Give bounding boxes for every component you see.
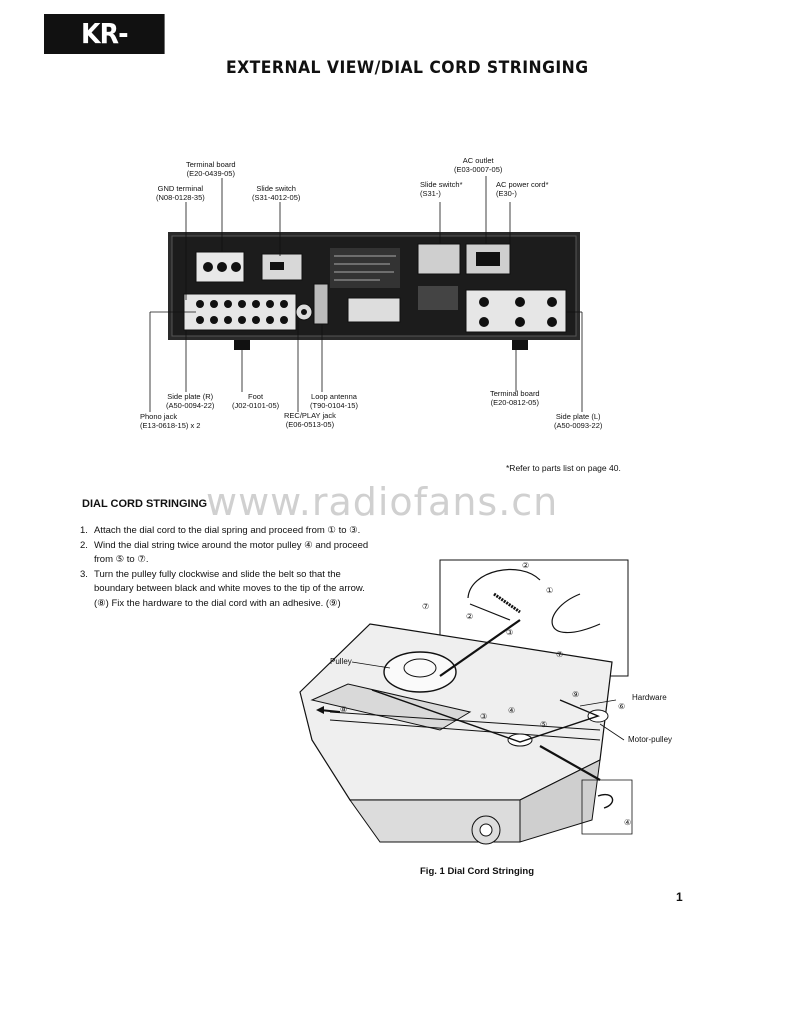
label-phono-jack: Phono jack (E13-0618-15) x 2 (140, 412, 201, 430)
label-side-plate-l: Side plate (L) (A50-0093-22) (554, 412, 603, 430)
marker-5: ⑤ (540, 720, 548, 729)
label-slide-switch-left: Slide switch (S31-4012-05) (252, 184, 301, 202)
label-terminal-board-top: Terminal board (E20-0439-05) (186, 160, 236, 178)
parts-list-footnote: *Refer to parts list on page 40. (506, 463, 621, 473)
page-number: 1 (676, 890, 683, 904)
watermark: www.radiofans.cn (206, 480, 559, 524)
instruction-step: 1.Attach the dial cord to the dial sprin… (80, 525, 361, 536)
marker-7: ⑦ (422, 602, 430, 611)
marker-2-inset: ② (466, 612, 474, 621)
marker-3-chassis: ③ (480, 712, 488, 721)
marker-9: ⑨ (572, 690, 580, 699)
label-side-plate-r: Side plate (R) (A50-0094-22) (166, 392, 215, 410)
instruction-step: 3.Turn the pulley fully clockwise and sl… (80, 568, 365, 609)
label-pulley: Pulley (330, 657, 352, 666)
page-title: EXTERNAL VIEW/DIAL CORD STRINGING (226, 58, 589, 78)
marker-8: ⑧ (340, 705, 348, 714)
label-loop-antenna: Loop antenna (T90-0104-15) (310, 392, 358, 410)
label-ac-power-cord: AC power cord* (E30-) (496, 180, 549, 198)
marker-4-inset: ④ (624, 818, 632, 827)
label-foot: Foot (J02-0101-05) (232, 392, 280, 410)
label-terminal-board-bottom: Terminal board (E20-0812-05) (490, 389, 540, 407)
label-motor-pulley: Motor-pulley (628, 735, 673, 744)
marker-6: ⑥ (618, 702, 626, 711)
label-gnd-terminal: GND terminal (N08-0128-35) (156, 184, 205, 202)
marker-3: ③ (506, 628, 514, 637)
instruction-list: 1.Attach the dial cord to the dial sprin… (80, 524, 370, 611)
marker-4: ④ (508, 706, 516, 715)
instruction-step: 2.Wind the dial string twice around the … (80, 539, 369, 566)
marker-1: ① (546, 586, 554, 595)
figure-caption: Fig. 1 Dial Cord Stringing (420, 866, 534, 877)
label-slide-switch-right: Slide switch* (S31-) (420, 180, 463, 198)
marker-2: ② (522, 561, 530, 570)
section-heading: DIAL CORD STRINGING (82, 498, 208, 510)
label-hardware: Hardware (632, 693, 667, 702)
marker-7-inset: ⑦ (556, 650, 564, 659)
label-rec-play-jack: REC/PLAY jack (E06-0513-05) (284, 411, 336, 429)
label-ac-outlet: AC outlet (E03-0007-05) (454, 156, 503, 174)
model-badge: KR-1000/B (44, 14, 165, 90)
